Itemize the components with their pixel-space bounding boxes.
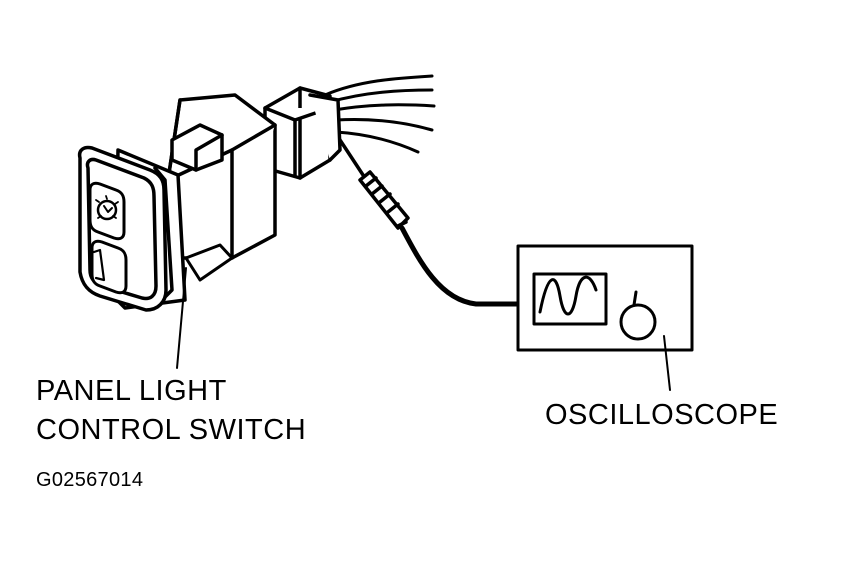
switch-label-line1: PANEL LIGHT: [36, 375, 227, 407]
scope-leader-line: [663, 335, 671, 391]
sine-wave-icon: [538, 275, 598, 316]
switch-leader-line: [176, 267, 187, 369]
switch-label-line2: CONTROL SWITCH: [36, 414, 307, 446]
wire-connector: [263, 86, 342, 180]
oscilloscope-label: OSCILLOSCOPE: [545, 399, 779, 431]
probe-cable: [399, 225, 523, 307]
figure-id: G02567014: [36, 469, 144, 491]
oscilloscope: [516, 244, 694, 352]
switch-bezel: [77, 145, 187, 312]
wire-harness: [323, 74, 436, 154]
test-probe: [338, 138, 410, 230]
scope-screen: [532, 272, 608, 326]
switch-housing: [166, 93, 277, 260]
panel-light-dimmer-icon: [88, 181, 126, 241]
switch-side-bracket: [184, 243, 234, 282]
rocker-button: [90, 239, 128, 295]
knob-icon: [619, 303, 657, 341]
